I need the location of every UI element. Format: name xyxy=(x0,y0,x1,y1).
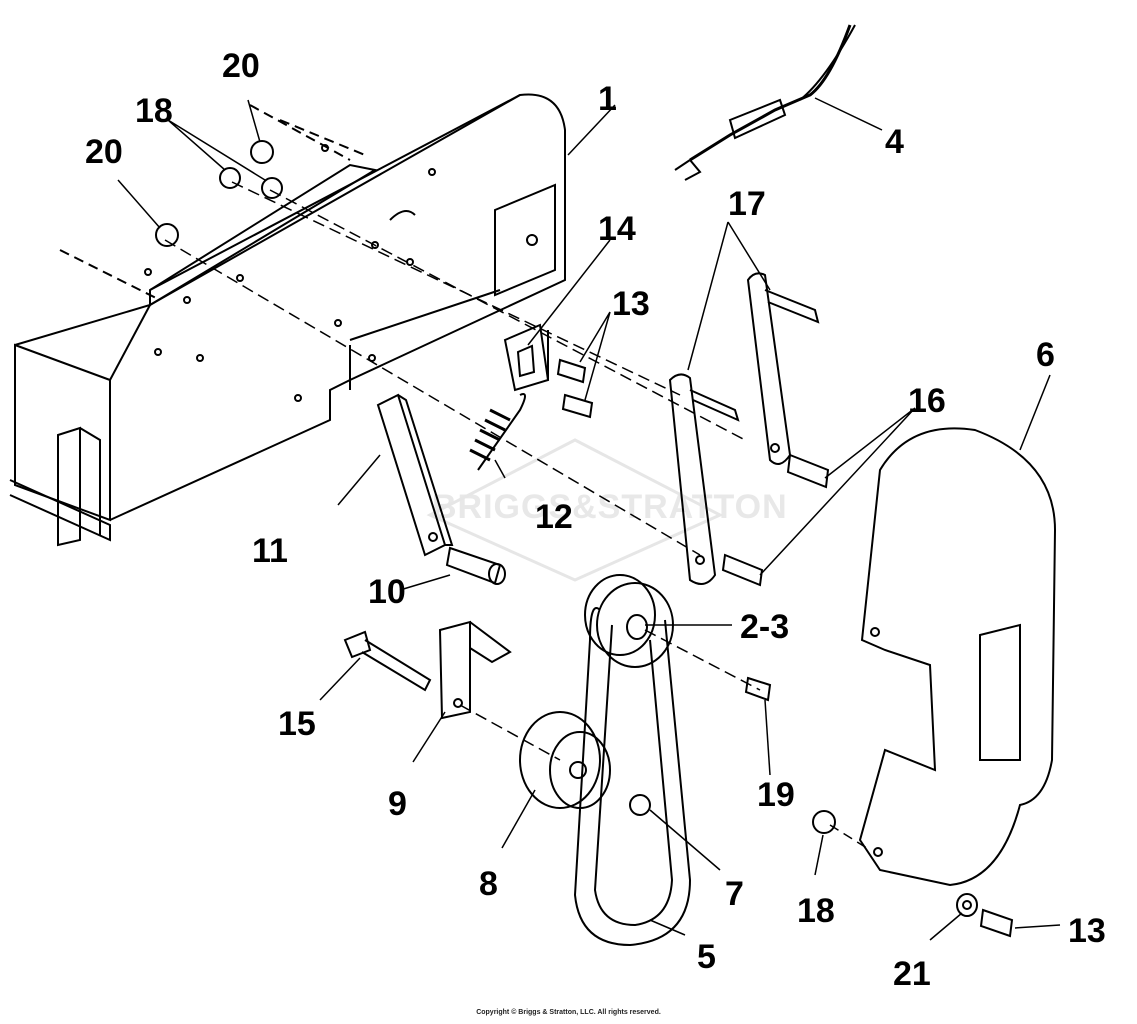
callout-20-lower: 20 xyxy=(85,133,123,171)
cable-part xyxy=(674,24,856,181)
callout-1: 1 xyxy=(598,80,617,118)
callout-12: 12 xyxy=(535,498,573,536)
callout-18-lower: 18 xyxy=(797,892,835,930)
spring-part xyxy=(469,393,526,471)
callout-9: 9 xyxy=(388,785,407,823)
callout-8: 8 xyxy=(479,865,498,903)
callout-15: 15 xyxy=(278,705,316,743)
callout-13-upper: 13 xyxy=(612,285,650,323)
copyright-notice: Copyright © Briggs & Stratton, LLC. All … xyxy=(476,1009,661,1016)
watermark-logo-icon xyxy=(426,438,724,582)
briggs-stratton-watermark: BRIGGS&STRATTON xyxy=(432,488,788,526)
key-part-19 xyxy=(744,676,772,702)
bracket-part xyxy=(503,323,550,392)
idler-pulley-part-8 xyxy=(519,711,651,816)
callout-6: 6 xyxy=(1036,336,1055,374)
callout-11: 11 xyxy=(252,532,288,570)
callout-14: 14 xyxy=(598,210,636,248)
callout-5: 5 xyxy=(697,938,716,976)
washer-part-21 xyxy=(956,893,978,917)
callout-4: 4 xyxy=(885,123,904,161)
bolt-part-15 xyxy=(343,630,432,692)
callout-19: 19 xyxy=(757,776,795,814)
idler-arm-part xyxy=(376,393,454,557)
callout-labels: 1 2-3 4 5 6 7 8 9 10 11 12 13 13 14 15 1… xyxy=(85,47,1106,993)
bolts-part-16 xyxy=(721,453,830,587)
callout-21: 21 xyxy=(893,955,931,993)
callout-2-3: 2-3 xyxy=(740,608,789,646)
bolts-part-13 xyxy=(556,358,1014,938)
belt-guard-part-6 xyxy=(829,427,1057,887)
callout-16: 16 xyxy=(908,382,946,420)
frame-part xyxy=(9,93,566,547)
bolt-part-10 xyxy=(445,546,506,585)
idler-bracket-part-9 xyxy=(438,620,561,761)
callout-17: 17 xyxy=(728,185,766,223)
nuts-parts-18-20 xyxy=(155,140,836,834)
callout-20-upper: 20 xyxy=(222,47,260,85)
callout-18-upper: 18 xyxy=(135,92,173,130)
callout-7: 7 xyxy=(725,875,744,913)
callout-13-lower: 13 xyxy=(1068,912,1106,950)
leader-lines xyxy=(117,97,1061,941)
belt-part-5 xyxy=(573,607,692,947)
callout-10: 10 xyxy=(368,573,406,611)
